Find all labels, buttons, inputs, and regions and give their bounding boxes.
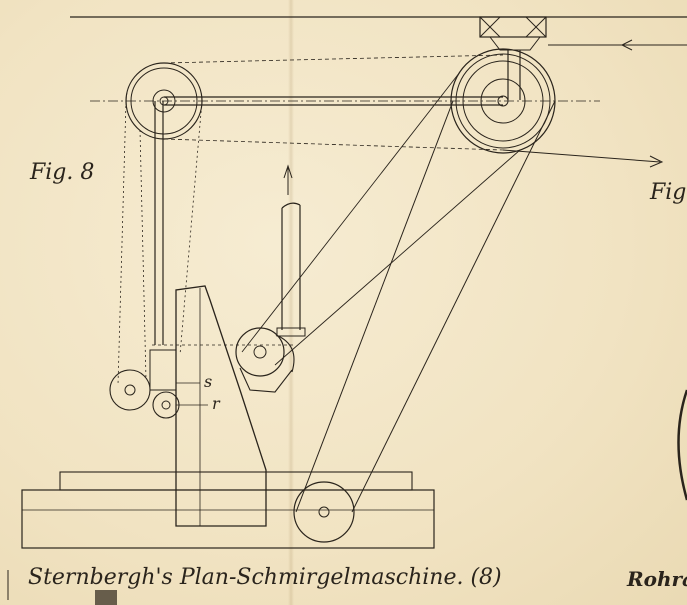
lower-left-pulley bbox=[109, 369, 151, 411]
belt-arrow-head bbox=[620, 39, 633, 51]
ceiling-hanger bbox=[479, 16, 547, 100]
lower-mid-pulley bbox=[152, 391, 180, 419]
figure-label-right: Fig. bbox=[650, 180, 687, 205]
plate-mark bbox=[95, 590, 117, 605]
bearing-bracket bbox=[149, 349, 177, 391]
paper-fold bbox=[288, 0, 294, 605]
figure-label: Fig. 8 bbox=[30, 160, 95, 185]
figure-caption: Sternbergh's Plan-Schmirgelmaschine. (8) bbox=[28, 565, 502, 590]
top-right-pulley bbox=[450, 48, 556, 154]
machine-base bbox=[21, 471, 435, 549]
machine-column bbox=[175, 285, 267, 527]
exhaust-pipe bbox=[276, 202, 306, 337]
bottom-pulley bbox=[293, 481, 355, 543]
part-label-s: s bbox=[204, 372, 213, 391]
right-arrow-head bbox=[649, 155, 664, 168]
part-label-r: r bbox=[212, 394, 220, 413]
figure-caption-right: Rohra bbox=[627, 567, 687, 591]
emery-wheel-housing bbox=[235, 327, 295, 393]
right-partial-wheel bbox=[677, 389, 687, 501]
